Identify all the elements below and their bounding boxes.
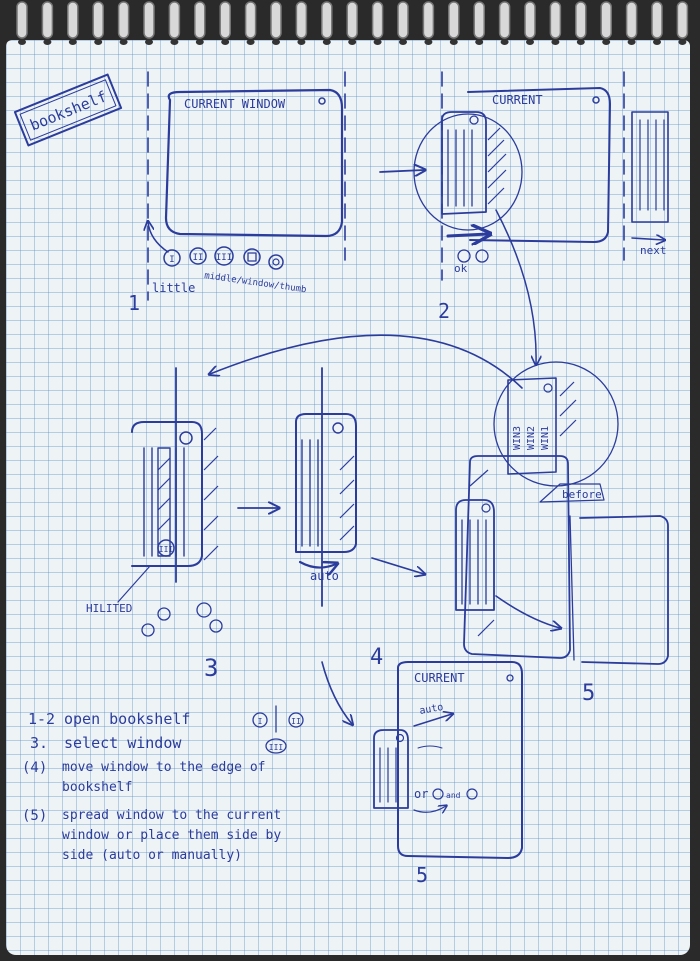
win-label-2: WIN2 bbox=[526, 426, 537, 450]
instruction-1-num: 1-2 bbox=[28, 710, 55, 728]
step-1-sketch: CURRENT WINDOW I II III little middle/wi… bbox=[128, 72, 345, 315]
step-number-5b: 5 bbox=[416, 863, 428, 887]
step-number-5a: 5 bbox=[582, 681, 595, 706]
and-label: and bbox=[446, 791, 461, 800]
instruction-2-num: 3. bbox=[30, 734, 48, 752]
step-5-sketch-spread: CURRENT auto or and 5 bbox=[374, 662, 522, 887]
step-3-sketch: III HILITED 3 bbox=[86, 368, 222, 682]
thumb-size-icons: I II III bbox=[164, 247, 283, 269]
auto-label-5: auto bbox=[419, 702, 445, 717]
instruction-2-text: select window bbox=[64, 734, 182, 752]
zoom-circle-windows: WIN3 WIN2 WIN1 before bbox=[494, 362, 618, 502]
instruction-4-num: (5) bbox=[22, 808, 47, 824]
instruction-1-text: open bookshelf bbox=[64, 710, 190, 728]
ok-label: ok bbox=[454, 262, 468, 275]
thumb-mark-1: I bbox=[169, 255, 174, 265]
current-window-shape bbox=[166, 90, 342, 236]
middle-caption: middle/window/thumb bbox=[204, 271, 307, 295]
auto-label-4: auto bbox=[310, 569, 339, 583]
next-label: next bbox=[640, 244, 667, 257]
instruction-2-mark: III bbox=[269, 743, 284, 752]
current-label-5: CURRENT bbox=[414, 671, 465, 685]
win-label-1: WIN1 bbox=[540, 426, 551, 450]
step-2-sketch: CURRENT ok 2 next bbox=[414, 72, 668, 323]
instruction-4-text: spread window to the current window or p… bbox=[62, 806, 296, 866]
instruction-3-num: (4) bbox=[22, 760, 47, 776]
step-number-3: 3 bbox=[204, 654, 218, 682]
instruction-1-mark-2: II bbox=[291, 717, 301, 726]
step-4-sketch: auto 4 bbox=[296, 368, 383, 670]
thumb-mark-3: III bbox=[216, 253, 232, 263]
step-number-1: 1 bbox=[128, 291, 140, 315]
instructions: 1-2 open bookshelf I II 3. select window… bbox=[22, 706, 303, 922]
or-label: or bbox=[414, 787, 428, 801]
step-number-2: 2 bbox=[438, 299, 450, 323]
step-number-4: 4 bbox=[370, 645, 383, 670]
current-window-label: CURRENT WINDOW bbox=[184, 97, 286, 111]
instruction-1-mark-1: I bbox=[258, 717, 263, 726]
win-label-3: WIN3 bbox=[512, 426, 523, 450]
step-2-window-label: CURRENT bbox=[492, 93, 543, 107]
little-caption: little bbox=[152, 281, 195, 295]
hilited-label: HILITED bbox=[86, 602, 132, 615]
window-corner-button bbox=[319, 98, 325, 104]
title-box: bookshelf bbox=[15, 75, 121, 146]
thumb-mark-2: II bbox=[193, 253, 204, 263]
instruction-3-text: move window to the edge of bookshelf bbox=[62, 758, 302, 798]
selected-mark: III bbox=[159, 545, 174, 554]
